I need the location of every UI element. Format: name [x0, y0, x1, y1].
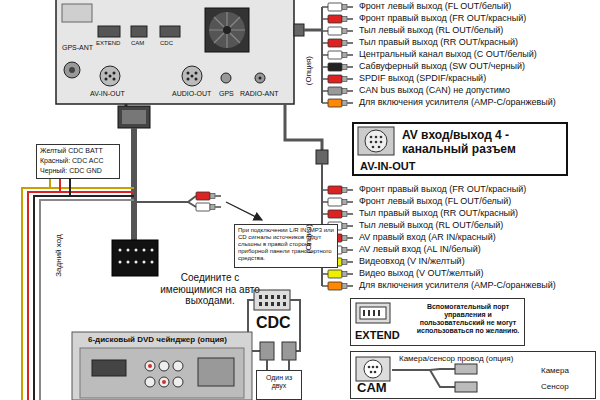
node-text: Один из двух: [259, 374, 299, 390]
node-text: При подключении L/R IN, MP3 или CD сигна…: [238, 227, 334, 261]
node-text: Для включения усилителя (AMP-C/оранжевый…: [359, 97, 594, 107]
dvd-changer: [72, 332, 252, 400]
pin-list: Фронт левый выход (FL OUT/белый) Фронт пр…: [355, 0, 598, 111]
node-text: Тыл правый выход (RR OUT/красный): [359, 37, 594, 47]
note-box: При подключении L/R IN, MP3 или CD сигна…: [234, 224, 338, 268]
node-text: Фронт левый выход (FL OUT/белый): [359, 196, 594, 206]
part-label: GPS: [219, 90, 234, 98]
rotated-label: (Опция): [304, 223, 313, 252]
node-text: Фронт левый выход (FL OUT/белый): [359, 1, 594, 11]
node-text: 6-дисковый DVD чейнджер (опция): [88, 335, 248, 344]
audio-cable: [294, 3, 353, 107]
connector-box: AV вход/выход 4 - канальный разъемAV-IN-…: [352, 122, 568, 176]
node-text: Видео выход (V OUT/желтый): [359, 268, 594, 278]
head-unit-panel: [56, 0, 294, 104]
rotated-label: Задний ход: [54, 234, 63, 276]
node-text: AV левый вход (AL IN/белый): [359, 244, 594, 254]
node-text: Фронт правый выход (FR OUT/красный): [359, 184, 594, 194]
pin-list: Фронт правый выход (FR OUT/красный) Фронт…: [355, 183, 598, 294]
node-text: Камера: [541, 366, 569, 375]
connector-box: EXTEND Вспомогательный порт управления и …: [350, 298, 525, 346]
node-text: Центральный канал выход (C OUT/белый): [359, 49, 594, 59]
part-label: AV-IN-OUT: [90, 90, 125, 98]
node-text: Желтый CDC BATT: [40, 147, 116, 155]
connector-box: CAM Камера/сенсор провод (опция) КамераСен…: [350, 351, 596, 399]
wire-color-box: Желтый CDC BATT Красный: CDC ACC Черный: C…: [36, 144, 120, 179]
part-label: CDC: [160, 40, 173, 47]
part-label: AUDIO-OUT: [172, 90, 211, 98]
part-label: EXTEND: [96, 40, 120, 47]
part-label: Соедините с имеющимися на авто выходами.: [160, 272, 260, 307]
part-label: RADIO-ANT: [240, 90, 279, 98]
node-text: Для включения усилителя (AMP-C/оранжевый…: [359, 280, 594, 290]
node-text: Видеовход (V IN/желтый): [359, 256, 594, 266]
node-text: AV правый вход (AR IN/красный): [359, 232, 594, 242]
node-text: AV-IN-OUT: [360, 160, 415, 173]
node-text: CAM: [357, 381, 387, 396]
node-text: Сенсор: [541, 382, 569, 391]
node-text: Тыл правый выход (RR OUT/красный): [359, 208, 594, 218]
node-text: Сабвуферный выход (SW OUT/черный): [359, 61, 594, 71]
node-text: Вспомогательный порт управления и пользо…: [415, 303, 521, 335]
part-label: CAM: [131, 40, 144, 47]
note-box: Один из двух: [256, 370, 302, 400]
node-text: Тыл левый выход (RL OUT/белый): [359, 220, 594, 230]
cdc-connector: [248, 290, 300, 370]
part-label: CDC: [256, 314, 291, 332]
node-text: CAN bus выход (CAN) не допустимо: [359, 85, 594, 95]
rotated-label: (Опция): [304, 55, 313, 84]
node-text: AV вход/выход 4 - канальный разъем: [402, 129, 564, 157]
wire-harness: [22, 104, 262, 400]
node-text: Тыл левый выход (RL OUT/белый): [359, 25, 594, 35]
node-text: Камера/сенсор провод (опция): [399, 354, 513, 363]
part-label: GPS-ANT: [62, 44, 93, 52]
node-text: EXTEND: [355, 329, 400, 342]
node-text: SPDIF выход (SPDIF/красный): [359, 73, 594, 83]
node-text: Красный: CDC ACC: [40, 157, 116, 165]
node-text: Черный: CDC GND: [40, 167, 116, 175]
node-text: Фронт правый выход (FR OUT/красный): [359, 13, 594, 23]
device-box: 6-дисковый DVD чейнджер (опция): [72, 332, 252, 400]
